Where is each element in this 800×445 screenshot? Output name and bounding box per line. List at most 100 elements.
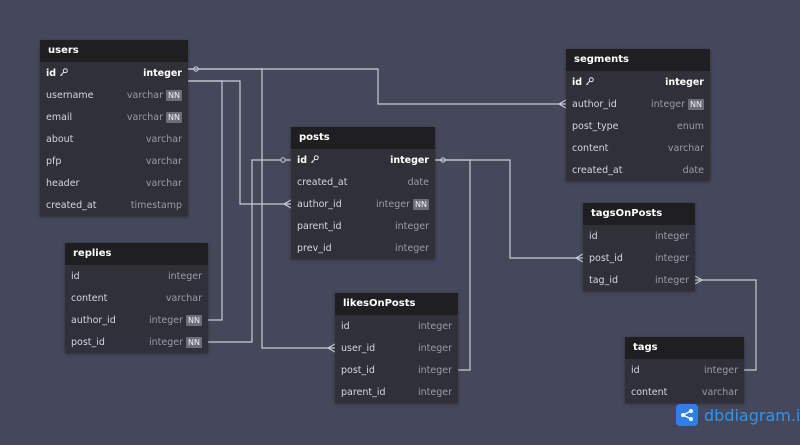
table-row[interactable]: user_id integer [335,337,458,359]
column-type: integer [704,365,738,376]
not-null-badge: NN [688,98,704,110]
column-name-text: created_at [46,199,97,211]
column-name-text: tag_id [589,274,618,286]
column-name-text: content [631,386,668,398]
table-row[interactable]: parent_id integer [291,215,435,237]
column-type: timestamp [131,200,182,211]
dbdiagram-logo[interactable]: dbdiagram.io [676,404,800,426]
column-type-text: varchar [701,386,738,398]
column-name: author_id [297,199,342,210]
column-name-text: header [46,177,80,189]
table-tags[interactable]: tags id integer content varchar [625,337,744,403]
table-header[interactable]: replies [65,243,208,265]
table-row[interactable]: tag_id integer [583,269,695,291]
column-type: integer [665,77,704,88]
column-name-text: id [341,320,350,332]
many-marker [694,275,703,285]
column-type-text: varchar [145,133,182,145]
table-row[interactable]: content varchar [625,381,744,403]
table-header[interactable]: users [40,40,188,62]
one-marker [440,157,446,163]
column-type-text: integer [703,364,738,376]
table-row[interactable]: post_id integer [335,359,458,381]
column-type: integer [395,221,429,232]
column-name-text: author_id [572,98,617,110]
column-type-text: integer [417,386,452,398]
column-name: content [71,293,107,304]
table-row[interactable]: created_at timestamp [40,194,188,216]
column-name: created_at [297,177,347,188]
column-type: integer [418,343,452,354]
table-row[interactable]: pfp varchar [40,150,188,172]
column-name: id [589,231,598,242]
column-name: post_id [589,253,623,264]
column-name-text: author_id [297,198,342,210]
column-name-text: id [631,364,640,376]
not-null-badge: NN [166,89,182,101]
table-row[interactable]: id integer [625,359,744,381]
column-name: author_id [572,99,617,110]
column-type-text: varchar [126,111,164,123]
rel-users-posts [188,80,291,205]
column-name: parent_id [297,221,342,232]
column-name-text: post_id [341,364,375,376]
column-name: header [46,178,79,189]
column-type: varchar [146,178,182,189]
column-name: id [297,155,319,166]
many-marker [558,99,567,109]
column-type-text: integer [654,252,689,264]
column-name: user_id [341,343,375,354]
table-header[interactable]: posts [291,127,435,149]
column-name-text: id [589,230,598,242]
column-type-text: integer [654,274,689,286]
column-type: varchar [146,156,182,167]
table-header[interactable]: likesOnPosts [335,293,458,315]
column-name: pfp [46,156,61,167]
column-type-text: integer [376,198,411,210]
column-type: integer [418,365,452,376]
column-type: integer [168,271,202,282]
column-type-text: integer [665,76,704,88]
table-row[interactable]: about varchar [40,128,188,150]
table-header[interactable]: tags [625,337,744,359]
column-name: created_at [572,165,622,176]
column-name-text: created_at [572,164,623,176]
rel-users-segments [188,68,566,105]
table-header[interactable]: tagsOnPosts [583,203,695,225]
column-type-text: integer [394,242,429,254]
table-row[interactable]: post_id integer [583,247,695,269]
table-header[interactable]: segments [566,49,710,71]
column-name-text: about [46,133,74,145]
column-type-text: integer [149,314,184,326]
column-name-text: id [46,67,57,79]
table-row[interactable]: header varchar [40,172,188,194]
rel-posts-tagsonposts [435,159,583,259]
brand-name: dbdiagram.io [704,405,800,425]
